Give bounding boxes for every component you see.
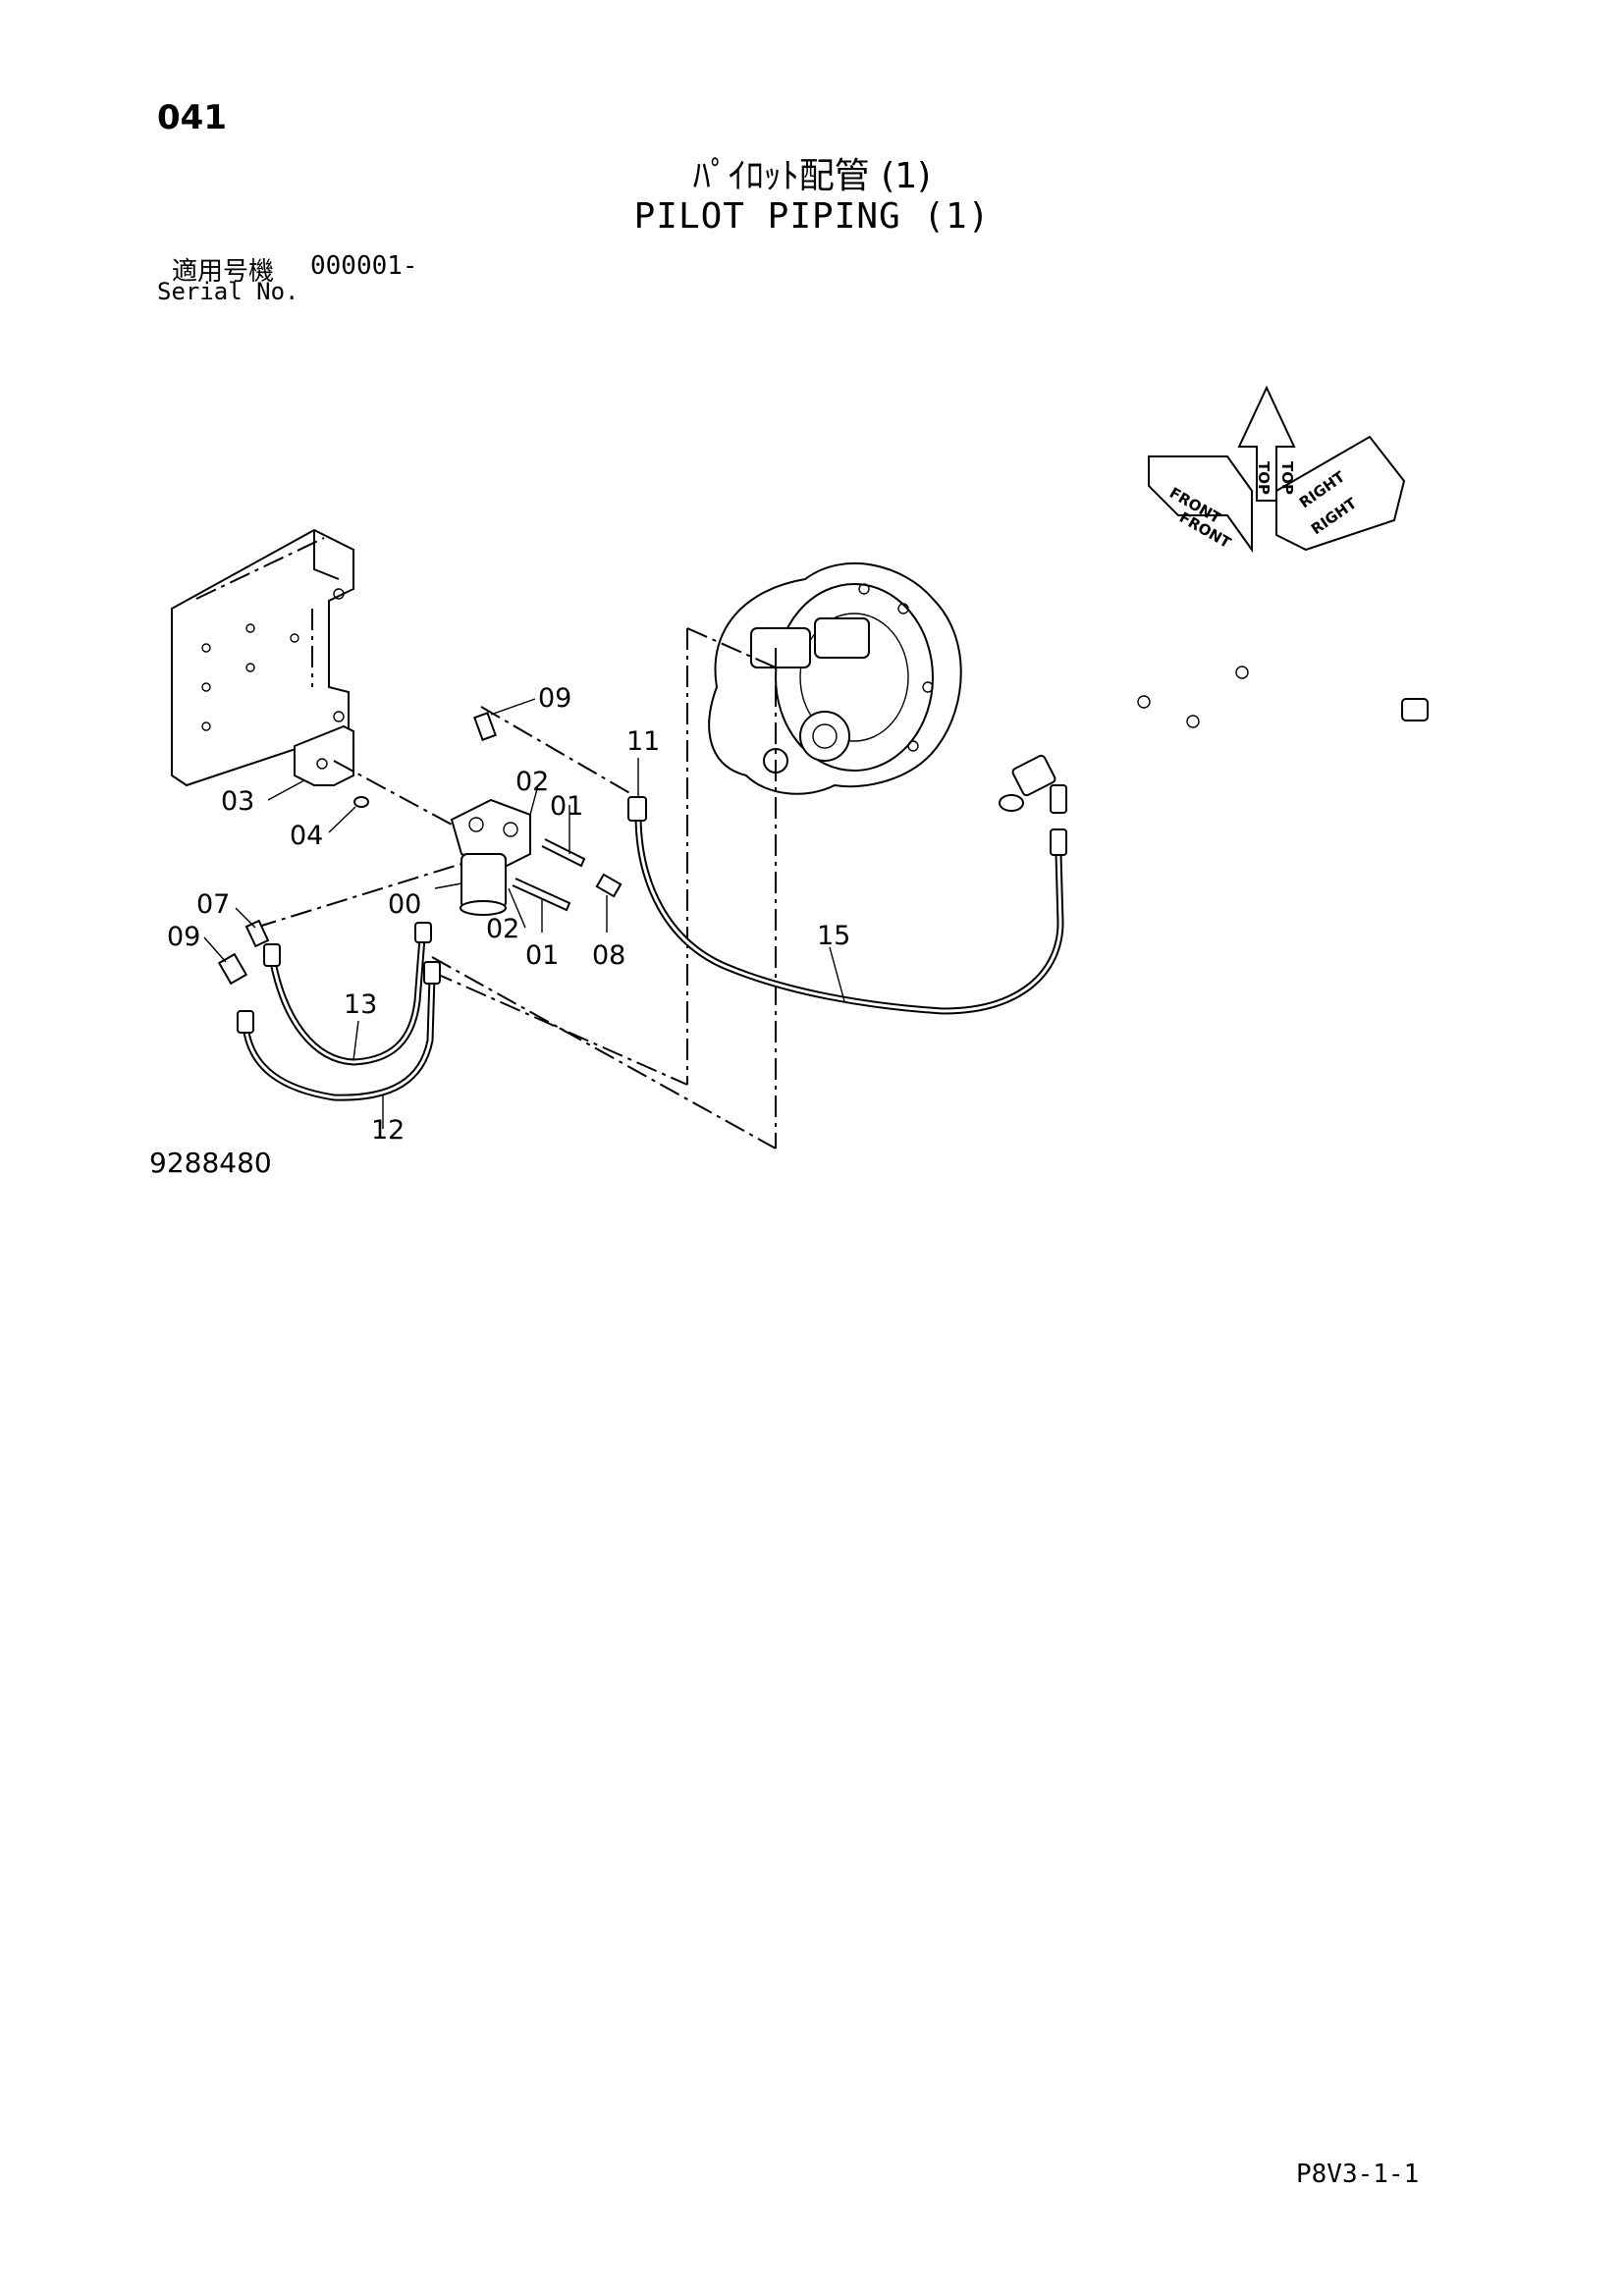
top-arrow-shape xyxy=(1237,385,1296,502)
page-number: 041 xyxy=(157,98,227,137)
serial-label-english: Serial No. xyxy=(157,278,299,305)
hose-13 xyxy=(263,922,432,1066)
orientation-indicator: FRONT FRONT TOP TOP RIGHT RIGHT xyxy=(1148,385,1406,554)
callout-07: 07 xyxy=(196,889,230,920)
callout-labels: 09 11 02 01 03 04 07 09 00 02 01 08 15 1… xyxy=(167,683,850,1146)
callout-13: 13 xyxy=(344,989,377,1020)
callout-09-top: 09 xyxy=(538,683,571,714)
callout-09-left: 09 xyxy=(167,922,200,952)
hose-12 xyxy=(237,961,441,1101)
callout-01-top: 01 xyxy=(550,791,583,822)
callout-11: 11 xyxy=(626,726,660,757)
hose-15 xyxy=(627,796,1067,1015)
page-code: P8V3-1-1 xyxy=(1296,2160,1420,2189)
callout-15: 15 xyxy=(817,921,850,951)
mounting-plate xyxy=(171,528,354,787)
serial-range: 000001- xyxy=(310,251,418,281)
top-label-2: TOP xyxy=(1278,461,1296,495)
callout-02-bottom: 02 xyxy=(486,914,519,944)
pilot-pipe xyxy=(999,660,1429,814)
callout-12: 12 xyxy=(371,1115,405,1146)
serial-label-japanese: 適用号機 xyxy=(172,257,275,287)
title-japanese: ﾊﾟｲﾛｯﾄ配管 (1) xyxy=(692,156,932,196)
callout-04: 04 xyxy=(290,821,323,851)
pilot-filter xyxy=(353,712,623,916)
callout-00: 00 xyxy=(388,889,421,920)
title-english: PILOT PIPING (1) xyxy=(633,196,991,237)
callout-02-top: 02 xyxy=(515,767,549,797)
fittings-left xyxy=(217,919,270,986)
right-arrow-shape xyxy=(1275,435,1406,552)
top-label-1: TOP xyxy=(1255,461,1272,495)
callout-01-bottom: 01 xyxy=(525,940,559,971)
front-arrow-shape xyxy=(1148,455,1253,554)
callout-08: 08 xyxy=(592,940,625,971)
leader-lines xyxy=(203,698,845,1129)
callout-03: 03 xyxy=(221,786,254,817)
hydraulic-pump xyxy=(708,561,962,795)
drawing-number: 9288480 xyxy=(149,1147,272,1179)
centre-lines xyxy=(254,627,777,1149)
